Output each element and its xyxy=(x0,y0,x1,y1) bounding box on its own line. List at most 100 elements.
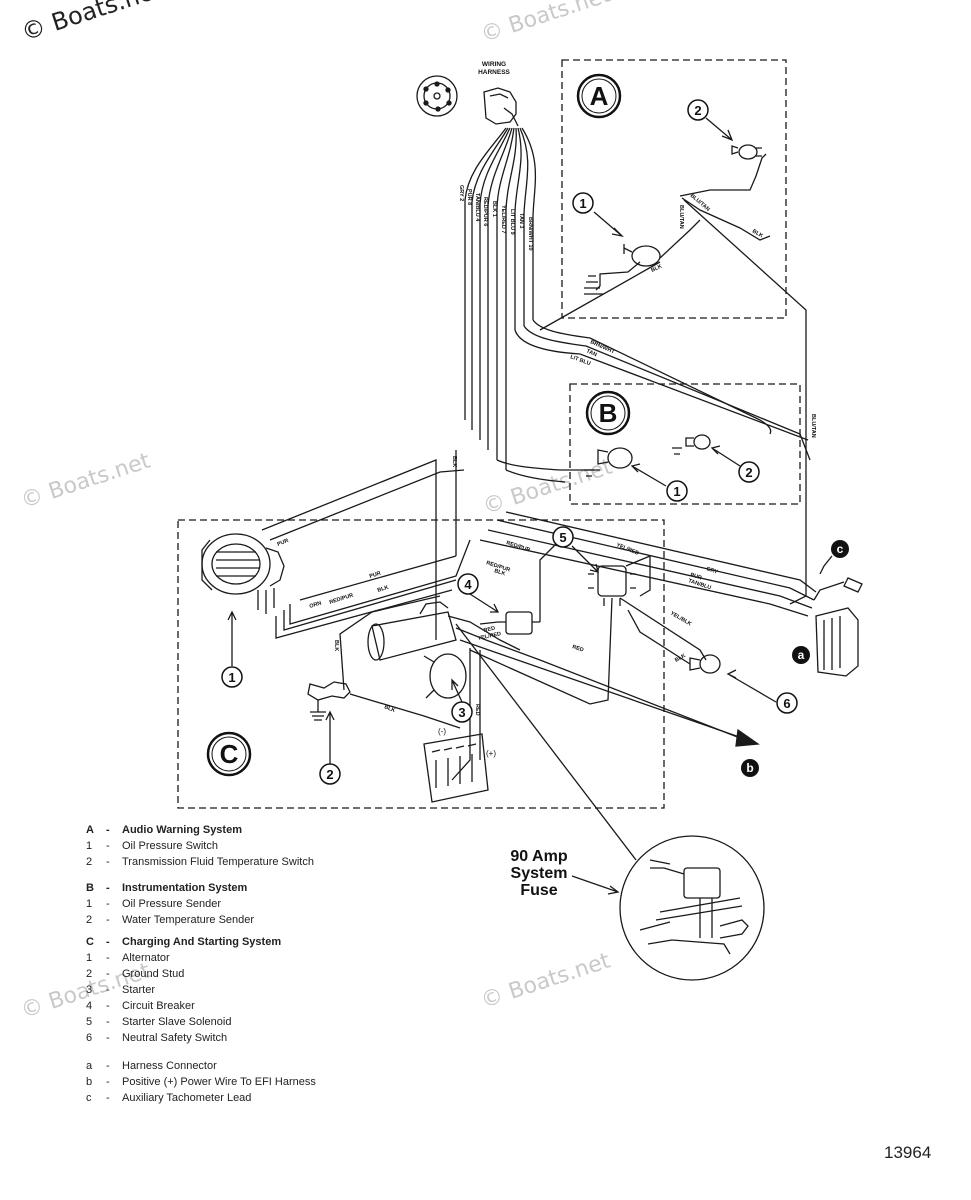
wire-label: BLK xyxy=(674,653,687,664)
legend-separator: - xyxy=(106,968,110,980)
trans-temp-switch-icon xyxy=(731,144,762,160)
wire-label: GRY xyxy=(705,566,718,575)
legend-item: 2-Water Temperature Sender xyxy=(86,914,254,926)
legend-separator: - xyxy=(106,914,110,926)
legend-separator: - xyxy=(106,1032,110,1044)
legend-key: 3 xyxy=(86,984,93,996)
fuse-label-line: System xyxy=(510,865,568,882)
wire-label: PUR xyxy=(277,538,290,548)
legend-separator: - xyxy=(106,1092,110,1104)
wire-label: BLK xyxy=(751,229,764,240)
arrow xyxy=(451,678,463,703)
legend-separator: - xyxy=(106,856,110,868)
legend-text: Neutral Safety Switch xyxy=(122,1032,228,1044)
fuse-detail-circle xyxy=(619,835,765,981)
wire-label: RED/PUR xyxy=(505,540,530,553)
legend-item: 6-Neutral Safety Switch xyxy=(86,1032,227,1044)
legend-heading: B-Instrumentation System xyxy=(86,882,247,894)
wire-label: BLK 1 xyxy=(491,201,497,217)
harness-connector-icon xyxy=(815,607,859,677)
legend-key: B xyxy=(86,882,94,894)
starter-icon xyxy=(367,601,467,699)
legend-item: 1-Oil Pressure Switch xyxy=(86,840,218,852)
arrow xyxy=(819,555,833,575)
wire-label: PUR 8 xyxy=(466,189,472,205)
wire-label: BLK xyxy=(383,704,396,714)
legend-text: Starter xyxy=(122,984,156,996)
legend-text: Charging And Starting System xyxy=(122,936,282,948)
wire-label: LIT BLU 9 xyxy=(509,209,515,235)
harness-label-line: WIRING xyxy=(482,61,506,68)
battery-terminal-labels: (-) (+) xyxy=(438,727,496,758)
wire-labels: BLU/TAN BLU/TAN BLK BLK BRN/WHT TAN LIT … xyxy=(277,193,816,716)
legend-separator: - xyxy=(106,936,110,948)
legend-text: Oil Pressure Switch xyxy=(122,840,218,852)
section-a-letter: A xyxy=(590,81,609,111)
wire-label: ORN xyxy=(309,600,323,609)
legend-key: 1 xyxy=(86,898,93,910)
legend-key: 4 xyxy=(86,1000,93,1012)
legend-key: 2 xyxy=(86,856,93,868)
legend-key: 2 xyxy=(86,968,93,980)
wire-label: BLK xyxy=(451,456,457,467)
legend-key: A xyxy=(86,824,94,836)
arrow xyxy=(571,875,620,895)
arrow xyxy=(726,669,777,703)
wire-label: YEL/BLK xyxy=(669,611,692,628)
wire-label: BLU/TAN xyxy=(678,205,684,229)
legend-separator: - xyxy=(106,882,110,894)
arrow xyxy=(705,117,734,142)
legend-key: c xyxy=(86,1092,92,1104)
oil-pressure-switch-icon xyxy=(623,244,661,267)
wire-label: RED xyxy=(474,704,480,716)
legend-separator: - xyxy=(106,898,110,910)
wire-label: PUR xyxy=(689,572,702,581)
ground-stud-icon xyxy=(307,681,351,721)
legend-separator: - xyxy=(106,952,110,964)
arrow xyxy=(325,710,335,764)
legend-text: Harness Connector xyxy=(122,1060,217,1072)
harness-pinout-icon xyxy=(416,75,458,117)
wire-label: LIT BLU xyxy=(569,354,591,367)
harness-label-line: HARNESS xyxy=(478,69,510,76)
harness-wire-labels: GRY 2 PUR 8 TAN/BLU 4 RED/PUR 6 BLK 1 YE… xyxy=(458,185,533,251)
wire-label: BLK xyxy=(493,568,506,577)
callout-labels: A B C 1 2 1 2 1 2 3 4 5 6 a b c xyxy=(220,81,844,782)
alternator-icon xyxy=(201,533,285,614)
arrow xyxy=(710,445,741,467)
legend-text: Oil Pressure Sender xyxy=(122,898,222,910)
arrow xyxy=(593,211,624,238)
callout-number: 2 xyxy=(326,767,333,782)
legend-key: 1 xyxy=(86,840,93,852)
ground-symbol xyxy=(584,447,682,477)
legend-text: Instrumentation System xyxy=(122,882,248,894)
callout-number: 3 xyxy=(458,705,465,720)
legend-separator: - xyxy=(106,1016,110,1028)
legend-key: b xyxy=(86,1076,93,1088)
wire-label: BLU/TAN xyxy=(810,414,816,438)
aux-tach-lead-icon xyxy=(843,577,863,593)
legend-separator: - xyxy=(106,1060,110,1072)
fuse-label-line: 90 Amp xyxy=(510,848,568,865)
harness-plug-icon xyxy=(483,87,519,127)
wire-label: TAN/BLU 4 xyxy=(474,193,480,222)
legend-separator: - xyxy=(106,824,110,836)
battery-positive: (+) xyxy=(486,749,496,758)
legend-separator: - xyxy=(106,984,110,996)
fuse-label: 90 Amp System Fuse xyxy=(494,848,584,899)
callout-number: 4 xyxy=(464,577,472,592)
battery-negative: (-) xyxy=(438,727,446,736)
wire-label: RED/PUR xyxy=(329,593,354,606)
legend-text: Circuit Breaker xyxy=(122,1000,195,1012)
legend-item: b-Positive (+) Power Wire To EFI Harness xyxy=(86,1076,316,1088)
callout-number: 6 xyxy=(783,696,790,711)
wire-label: BRN/WHT 10 xyxy=(527,217,533,251)
legend-text: Ground Stud xyxy=(122,968,185,980)
wire-label: YEL/RED xyxy=(477,631,502,642)
arrow xyxy=(227,610,237,666)
figure-number: 13964 xyxy=(884,1143,932,1162)
wire-label: BLK xyxy=(333,640,339,651)
harness-bundle-wires xyxy=(464,127,537,470)
legend-separator: - xyxy=(106,1076,110,1088)
